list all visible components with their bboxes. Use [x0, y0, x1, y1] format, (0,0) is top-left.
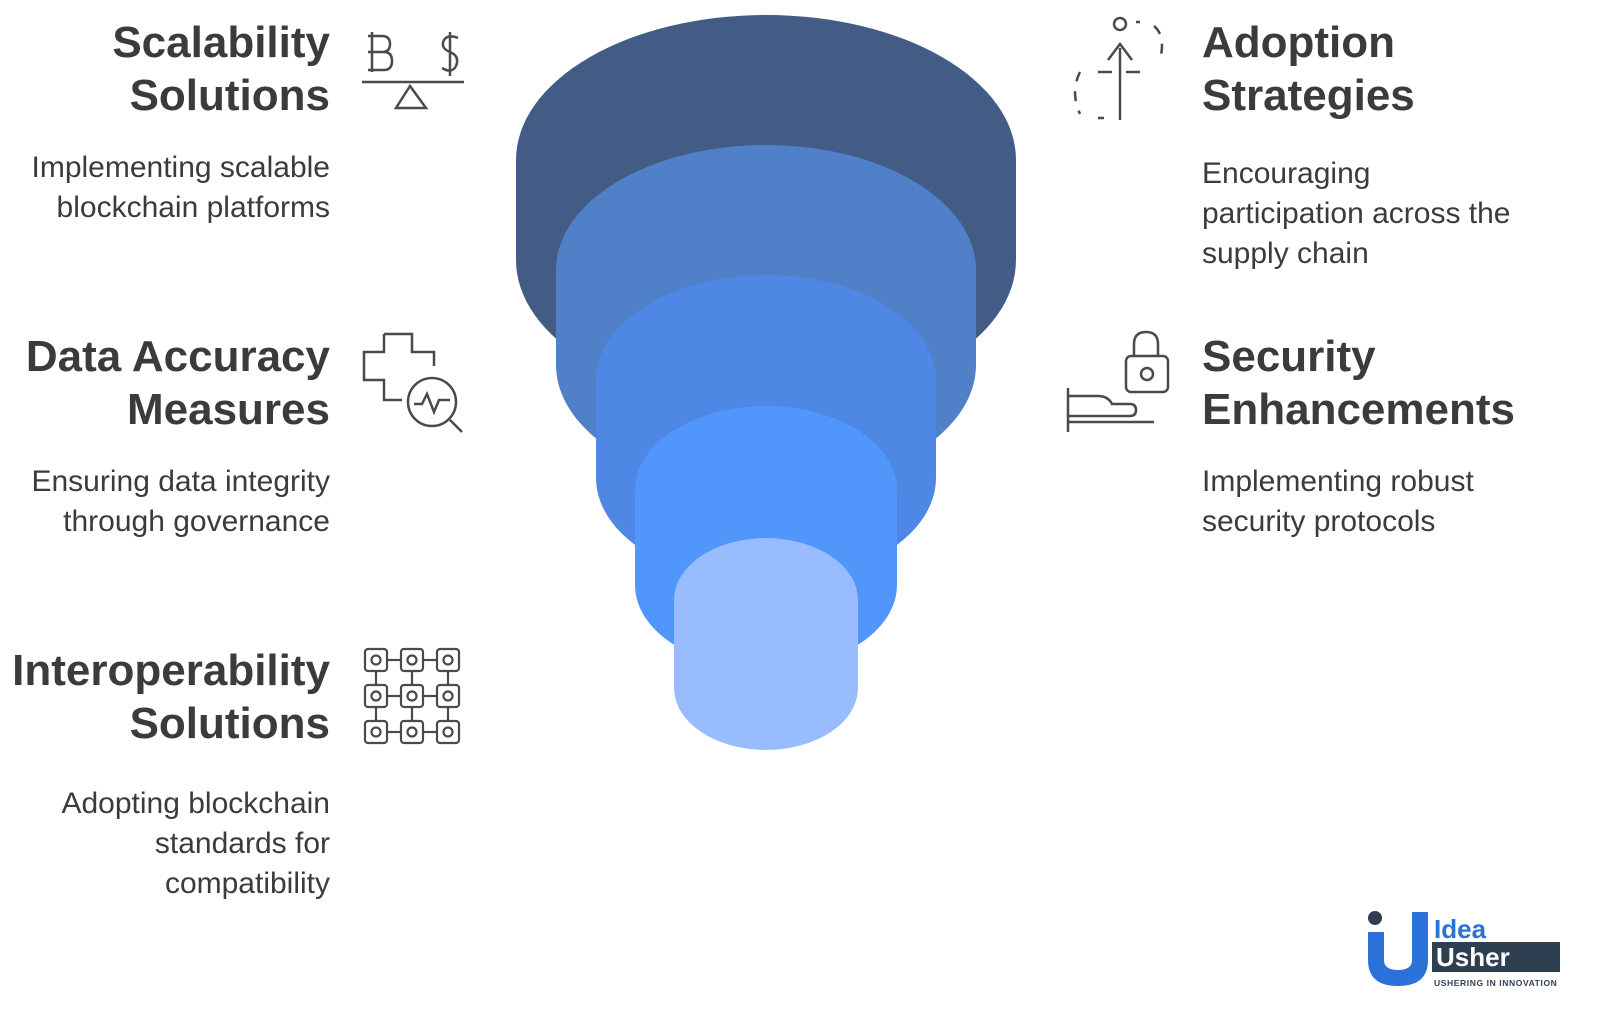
logo-word1: Idea	[1434, 914, 1487, 944]
scalability-title-line2: Solutions	[129, 71, 330, 120]
interoperability-title: Interoperability Solutions	[12, 644, 330, 750]
data-accuracy-block: Data Accuracy Measures Ensuring data int…	[26, 330, 330, 542]
adoption-desc-line1: Encouraging	[1202, 157, 1371, 190]
adoption-description: Encouraging participation across the sup…	[1202, 154, 1511, 274]
security-desc-line2: security protocols	[1202, 505, 1436, 538]
scalability-title: Scalability Solutions	[32, 16, 330, 122]
network-grid-icon	[362, 646, 466, 750]
data-accuracy-title-line1: Data Accuracy	[25, 332, 330, 381]
adoption-title-line2: Strategies	[1202, 71, 1415, 120]
data-accuracy-desc-line1: Ensuring data integrity	[31, 465, 330, 498]
scalability-desc-line1: Implementing scalable	[31, 151, 331, 184]
data-accuracy-description: Ensuring data integrity through governan…	[26, 462, 330, 542]
balance-scale-icon	[360, 28, 468, 112]
adoption-title-line1: Adoption	[1202, 18, 1396, 67]
logo-tagline: USHERING IN INNOVATION	[1434, 978, 1557, 988]
interoperability-desc-line2: standards for	[154, 827, 330, 860]
brand-logo: Idea Usher USHERING IN INNOVATION	[1362, 904, 1562, 992]
scalability-description: Implementing scalable blockchain platfor…	[32, 148, 331, 228]
security-title: Security Enhancements	[1202, 330, 1515, 436]
security-desc-line1: Implementing robust	[1202, 465, 1474, 498]
interoperability-desc-line3: compatibility	[164, 867, 330, 900]
funnel-layer-5	[674, 538, 858, 750]
scalability-desc-line2: blockchain platforms	[56, 191, 330, 224]
interoperability-title-line1: Interoperability	[12, 646, 330, 695]
growth-arrow-icon	[1068, 14, 1172, 126]
data-accuracy-title-line2: Measures	[126, 385, 330, 434]
interoperability-description: Adopting blockchain standards for compat…	[12, 784, 330, 904]
security-description: Implementing robust security protocols	[1202, 462, 1515, 542]
adoption-block: Adoption Strategies Encouraging particip…	[1202, 16, 1511, 274]
interoperability-block: Interoperability Solutions Adopting bloc…	[12, 644, 330, 904]
adoption-desc-line3: supply chain	[1202, 237, 1369, 270]
scalability-title-line1: Scalability	[112, 18, 330, 67]
adoption-title: Adoption Strategies	[1202, 16, 1511, 122]
security-block: Security Enhancements Implementing robus…	[1202, 330, 1515, 542]
security-title-line1: Security	[1202, 332, 1376, 381]
health-monitor-icon	[362, 332, 466, 436]
interoperability-title-line2: Solutions	[129, 699, 330, 748]
adoption-desc-line2: participation across the	[1202, 197, 1511, 230]
security-title-line2: Enhancements	[1202, 385, 1515, 434]
data-accuracy-title: Data Accuracy Measures	[26, 330, 330, 436]
logo-word2: Usher	[1436, 942, 1510, 972]
data-accuracy-desc-line2: through governance	[63, 505, 330, 538]
scalability-block: Scalability Solutions Implementing scala…	[32, 16, 331, 228]
interoperability-desc-line1: Adopting blockchain	[61, 787, 330, 820]
lock-hand-icon	[1064, 330, 1174, 436]
